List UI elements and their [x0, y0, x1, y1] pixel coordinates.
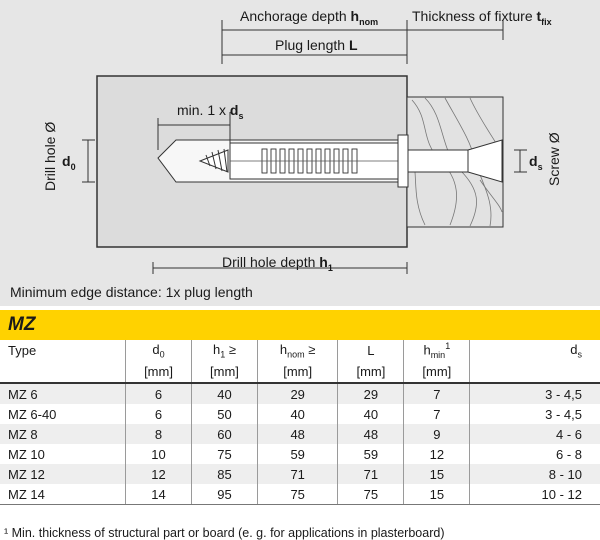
cell-hnom: 48 [256, 424, 338, 444]
cell-hmin: 7 [403, 383, 470, 404]
cell-h1: 50 [190, 404, 258, 424]
plug-collar [397, 134, 409, 188]
unit-cell: [mm] [337, 361, 404, 384]
cell-hnom: 75 [256, 484, 338, 505]
cell-type: MZ 6-40 [8, 406, 57, 422]
cell-hmin: 15 [403, 484, 470, 505]
cell-ds: 4 - 6 [469, 424, 600, 444]
cell-hmin: 9 [403, 424, 470, 444]
cell-h1: 95 [190, 484, 258, 505]
screw-shank [407, 149, 469, 173]
table-title: MZ [8, 314, 36, 335]
d0-symbol: d0 [62, 153, 76, 172]
cell-ds: 3 - 4,5 [469, 404, 600, 424]
dimension-lines [82, 20, 527, 274]
header-row: Type d0 h1 ≥ hnom ≥ L hmin1 ds [0, 340, 600, 361]
screw-tip [198, 148, 229, 173]
cell-type: MZ 14 [0, 484, 126, 505]
screw-head [467, 139, 503, 183]
cell-l: 29 [337, 383, 404, 404]
anchorage-depth-label: Anchorage depth hnom [240, 8, 379, 27]
table-title-bar: MZ [0, 310, 600, 340]
drill-hole-diameter-label: Drill hole Ø [42, 121, 58, 191]
table-row: MZ 10 10 75 59 59 12 6 - 8 [0, 444, 600, 464]
cell-l: 59 [337, 444, 404, 464]
installation-diagram: Anchorage depth hnom Thickness of fixtur… [0, 0, 600, 306]
cell-d0: 6 [125, 404, 192, 424]
cell-d0: 12 [125, 464, 192, 484]
cell-ds: 6 - 8 [469, 444, 600, 464]
cell-h1: 85 [190, 464, 258, 484]
table-row: MZ 6 6 40 29 29 7 3 - 4,5 [0, 383, 600, 404]
screw-diameter-label: Screw Ø [546, 132, 562, 186]
ds-symbol: ds [529, 153, 543, 172]
table-footnote: ¹ Min. thickness of structural part or b… [4, 526, 445, 540]
unit-cell: [mm] [125, 361, 192, 384]
cell-type: MZ 6 [0, 383, 126, 404]
cell-ds: 10 - 12 [469, 484, 600, 505]
min-spacing-label: min. 1 x ds [177, 102, 244, 121]
cell-type: MZ 8 [0, 424, 126, 444]
cell-ds: 3 - 4,5 [469, 383, 600, 404]
table-row: MZ 6-40 6 50 40 40 7 3 - 4,5 [0, 404, 600, 424]
header-l: L [337, 340, 404, 361]
table-row: MZ 8 8 60 48 48 9 4 - 6 [0, 424, 600, 444]
specification-table: Type d0 h1 ≥ hnom ≥ L hmin1 ds [mm] [mm]… [0, 340, 600, 505]
cell-d0: 8 [125, 424, 192, 444]
cell-type: MZ 10 [8, 446, 45, 462]
drill-hole-depth-label: Drill hole depth h1 [222, 254, 333, 273]
cell-d0: 10 [125, 444, 192, 464]
header-type: Type [8, 343, 37, 358]
cell-hmin: 12 [403, 444, 470, 464]
cell-l: 48 [337, 424, 404, 444]
cell-l: 40 [337, 404, 404, 424]
plug-length-label: Plug length L [275, 37, 358, 53]
table-row: MZ 14 14 95 75 75 15 10 - 12 [0, 484, 600, 505]
table-row: MZ 12 12 85 71 71 15 8 - 10 [0, 464, 600, 484]
cell-hmin: 15 [403, 464, 470, 484]
cell-ds: 8 - 10 [469, 464, 600, 484]
cell-l: 71 [337, 464, 404, 484]
header-hnom: hnom ≥ [256, 340, 338, 361]
cell-hnom: 29 [256, 383, 338, 404]
cell-h1: 60 [190, 424, 258, 444]
unit-cell: [mm] [403, 361, 470, 384]
edge-distance-note: Minimum edge distance: 1x plug length [10, 284, 253, 300]
fixture-thickness-label: Thickness of fixture tfix [412, 8, 552, 27]
unit-cell: [mm] [190, 361, 258, 384]
unit-cell: [mm] [256, 361, 338, 384]
cell-type: MZ 12 [0, 464, 126, 484]
header-h1: h1 ≥ [190, 340, 258, 361]
cell-h1: 75 [190, 444, 258, 464]
cell-hnom: 40 [256, 404, 338, 424]
cell-hnom: 59 [256, 444, 338, 464]
cell-hnom: 71 [256, 464, 338, 484]
unit-cell [469, 361, 600, 384]
header-d0: d0 [125, 340, 192, 361]
cell-hmin: 7 [403, 404, 470, 424]
cell-d0: 6 [125, 383, 192, 404]
header-ds: ds [469, 340, 600, 361]
header-hmin: hmin1 [403, 340, 470, 361]
cell-h1: 40 [190, 383, 258, 404]
cell-l: 75 [337, 484, 404, 505]
cell-d0: 14 [125, 484, 192, 505]
diagram-graphics [82, 20, 527, 274]
units-row: [mm] [mm] [mm] [mm] [mm] [0, 361, 600, 384]
unit-cell [0, 361, 126, 384]
